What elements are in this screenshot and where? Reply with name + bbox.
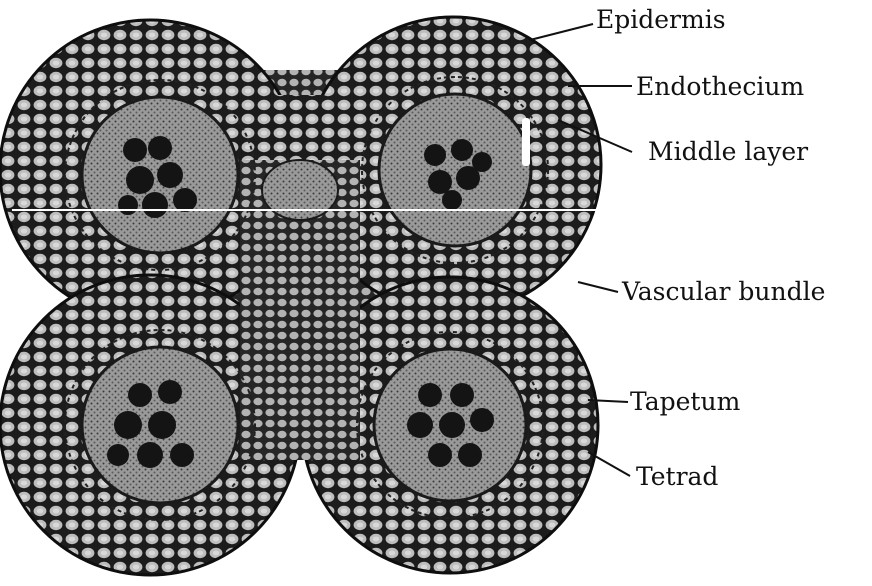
label-endothecium: Endothecium [636, 72, 804, 101]
label-middle-layer: Middle layer [648, 137, 808, 166]
epidermis-layer [0, 17, 601, 575]
leader-vascular-bundle [578, 282, 618, 292]
label-vascular-bundle: Vascular bundle [621, 277, 825, 306]
label-epidermis: Epidermis [596, 5, 726, 34]
anther-body [0, 17, 601, 575]
label-tapetum: Tapetum [630, 387, 741, 416]
highlight-artifact [522, 118, 530, 166]
label-tetrad: Tetrad [636, 462, 718, 491]
leader-epidermis [530, 24, 593, 40]
